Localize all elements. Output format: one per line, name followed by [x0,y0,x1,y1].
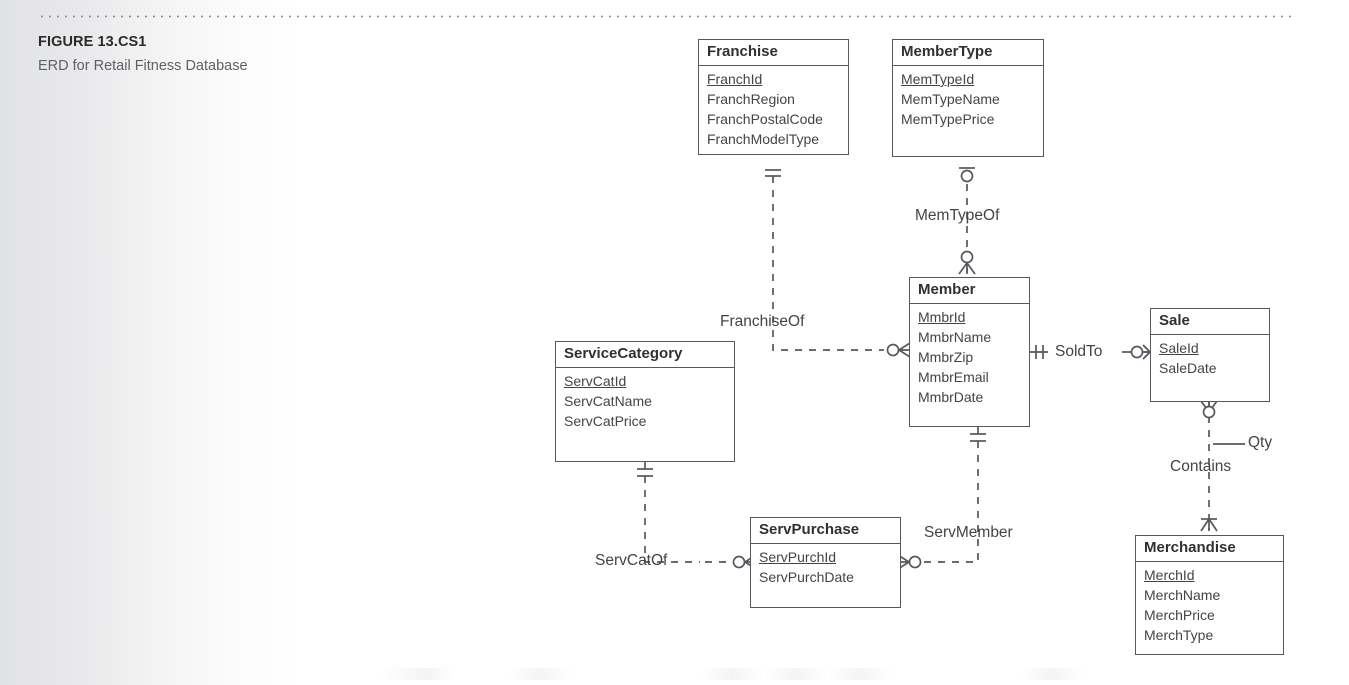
attribute-memtypename: MemTypeName [901,91,1000,107]
entity-merchandise[interactable]: Merchandise MerchId MerchName MerchPrice… [1135,535,1284,655]
entity-servpurchase[interactable]: ServPurchase ServPurchId ServPurchDate [750,517,901,608]
relationship-label-memtypeof: MemTypeOf [915,207,1000,224]
entity-title-member: Member [910,278,1029,304]
entity-title-servpurchase: ServPurchase [751,518,900,544]
connector-servmember [897,427,986,570]
entity-franchise[interactable]: Franchise FranchId FranchRegion FranchPo… [698,39,849,155]
entity-attributes-membertype: MemTypeId MemTypeName MemTypePrice [893,66,1043,135]
top-dotted-rule [38,15,1292,18]
attribute-franchregion: FranchRegion [707,91,795,107]
relationship-label-servcatof: ServCatOf [595,552,668,569]
entity-sale[interactable]: Sale SaleId SaleDate [1150,308,1270,402]
figure-number: FIGURE 13.CS1 [38,34,147,50]
attribute-merchprice: MerchPrice [1144,607,1215,623]
attribute-servpurchdate: ServPurchDate [759,569,854,585]
attribute-servpurchid: ServPurchId [759,549,837,565]
relationship-attribute-qty: Qty [1248,434,1273,451]
attribute-memtypeprice: MemTypePrice [901,111,995,127]
attribute-franchpostalcode: FranchPostalCode [707,111,823,127]
attribute-franchid: FranchId [707,71,763,87]
attribute-servcatid: ServCatId [564,373,627,389]
entity-title-servicecategory: ServiceCategory [556,342,734,368]
attribute-saleid: SaleId [1159,340,1199,356]
attribute-saledate: SaleDate [1159,360,1217,376]
attribute-merchtype: MerchType [1144,627,1214,643]
attribute-servcatname: ServCatName [564,393,652,409]
attribute-mmbrid: MmbrId [918,309,966,325]
relationship-label-soldto: SoldTo [1055,343,1103,360]
relationship-label-franchiseof: FranchiseOf [720,313,805,330]
entity-title-merchandise: Merchandise [1136,536,1283,562]
entity-title-sale: Sale [1151,309,1269,335]
attribute-merchname: MerchName [1144,587,1221,603]
entity-title-franchise: Franchise [699,40,848,66]
attribute-memtypeid: MemTypeId [901,71,975,87]
entity-title-membertype: MemberType [893,40,1043,66]
entity-attributes-servicecategory: ServCatId ServCatName ServCatPrice [556,368,734,437]
attribute-servcatprice: ServCatPrice [564,413,647,429]
entity-attributes-member: MmbrId MmbrName MmbrZip MmbrEmail MmbrDa… [910,304,1029,413]
relationship-label-servmember: ServMember [924,524,1013,541]
attribute-merchid: MerchId [1144,567,1195,583]
entity-servicecategory[interactable]: ServiceCategory ServCatId ServCatName Se… [555,341,735,462]
attribute-franchmodeltype: FranchModelType [707,131,820,147]
entity-attributes-sale: SaleId SaleDate [1151,335,1269,384]
entity-attributes-servpurchase: ServPurchId ServPurchDate [751,544,900,593]
entity-member[interactable]: Member MmbrId MmbrName MmbrZip MmbrEmail… [909,277,1030,427]
figure-caption-text: ERD for Retail Fitness Database [38,58,248,74]
attribute-mmbremail: MmbrEmail [918,369,989,385]
entity-attributes-merchandise: MerchId MerchName MerchPrice MerchType [1136,562,1283,651]
entity-attributes-franchise: FranchId FranchRegion FranchPostalCode F… [699,66,848,155]
figure-caption: FIGURE 13.CS1 ERD for Retail Fitness Dat… [38,33,288,77]
attribute-mmbrdate: MmbrDate [918,389,984,405]
attribute-mmbrname: MmbrName [918,329,992,345]
attribute-mmbrzip: MmbrZip [918,349,974,365]
entity-membertype[interactable]: MemberType MemTypeId MemTypeName MemType… [892,39,1044,157]
relationship-label-contains: Contains [1170,458,1232,475]
page-bottom-artifact [380,668,1180,680]
